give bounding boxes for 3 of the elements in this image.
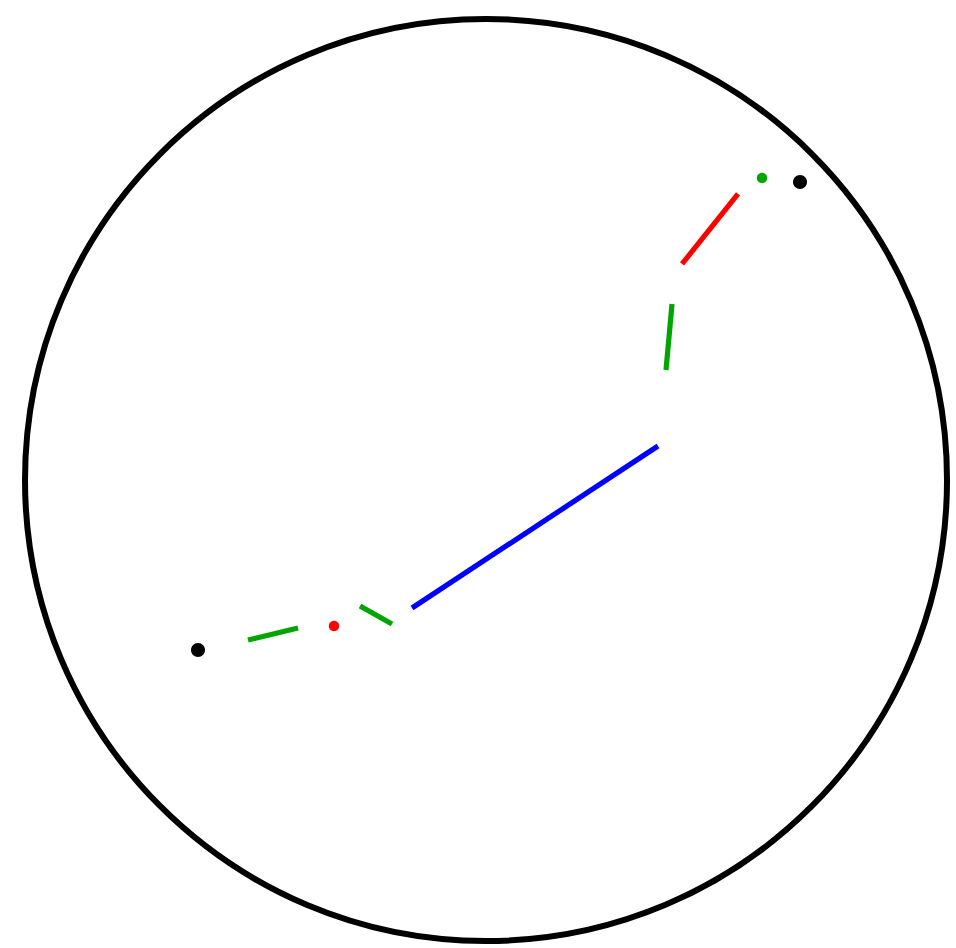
disk-outline [22, 16, 950, 944]
endpoint-dot [191, 643, 205, 657]
endpoint-dot [793, 175, 807, 189]
